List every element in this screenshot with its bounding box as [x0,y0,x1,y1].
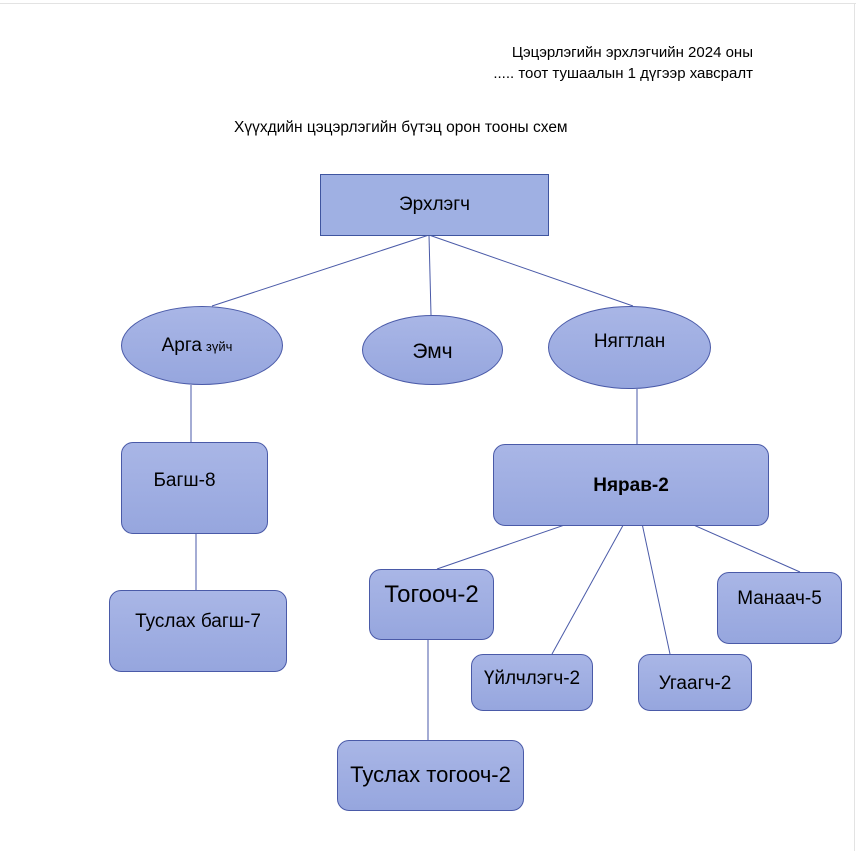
node-guard: Манаач-5 [717,572,842,644]
node-teacher: Багш-8 [121,442,268,534]
node-cook: Тогооч-2 [369,569,494,640]
connector-head-methodist [211,234,430,307]
node-methodist-label: Арга [161,334,202,356]
connector-head-doctor [428,234,432,316]
diagram-title: Хүүхдийн цэцэрлэгийн бүтэц орон тооны сх… [234,119,568,136]
node-storekeeper: Нярав-2 [493,444,769,526]
page-right-border [854,3,855,851]
node-head: Эрхлэгч [320,174,549,236]
node-doctor: Эмч [362,315,503,385]
node-assistant-teacher: Туслах багш-7 [109,590,287,672]
node-servant: Үйлчлэгч-2 [471,654,593,711]
node-assistant-cook: Туслах тогооч-2 [337,740,524,811]
header-line-2: ..... тоот тушаалын 1 дүгээр хавсралт [493,65,753,82]
node-methodist: Арга зүйч [121,306,283,385]
node-accountant: Нягтлан [548,306,711,389]
header-line-1: Цэцэрлэгийн эрхлэгчийн 2024 оны [511,44,753,61]
node-methodist-suffix: зүйч [205,339,233,354]
node-washer: Угаагч-2 [638,654,752,711]
connector-head-accountant [428,234,634,307]
page-top-border [0,3,856,4]
